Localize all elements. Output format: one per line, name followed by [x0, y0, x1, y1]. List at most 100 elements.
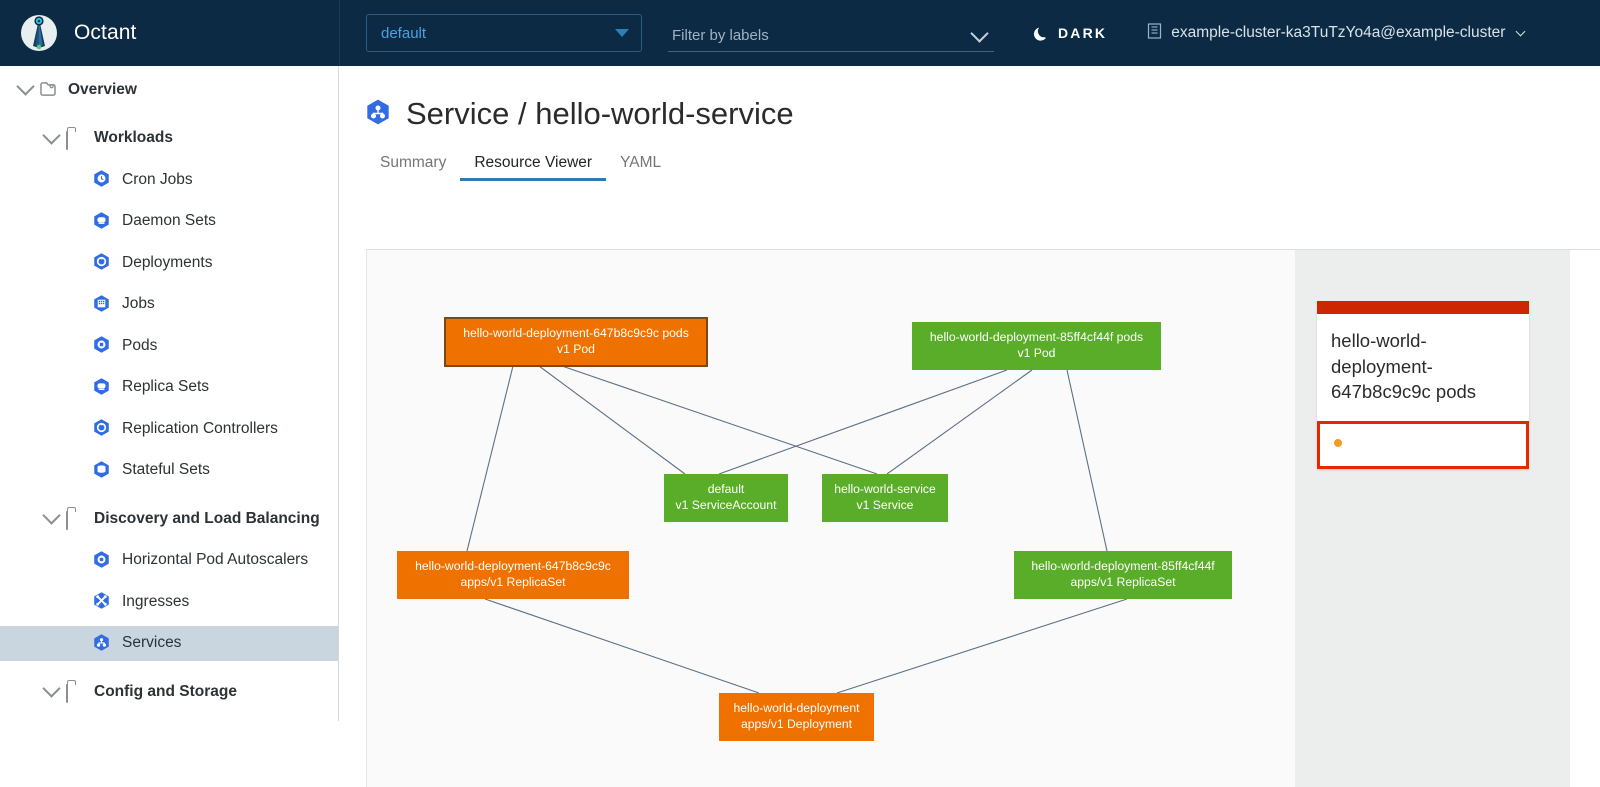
k8s-daemonset-icon	[92, 211, 114, 233]
sidebar-item-cron-jobs[interactable]: Cron Jobs	[0, 162, 338, 198]
sidebar-item-label: Stateful Sets	[122, 461, 210, 479]
node-label-secondary: v1 Pod	[1017, 346, 1056, 360]
namespace-value: default	[381, 24, 427, 42]
node-label-secondary: apps/v1 Deployment	[740, 717, 853, 731]
tab-yaml[interactable]: YAML	[620, 154, 662, 171]
tab-divider	[366, 249, 1600, 250]
graph-edges	[466, 365, 1128, 694]
chevron-down-icon[interactable]	[10, 77, 40, 96]
theme-toggle-label: DARK	[1058, 25, 1108, 41]
sidebar-item-label: Workloads	[94, 129, 173, 147]
sidebar-item-label: Services	[122, 634, 182, 652]
k8s-pod-icon	[92, 335, 114, 357]
chevron-down-icon	[970, 24, 989, 43]
sidebar-item-discovery-and-load-balancing[interactable]: Discovery and Load Balancing	[0, 501, 338, 537]
sidebar-item-label: Replication Controllers	[122, 419, 278, 437]
node-label-primary: hello-world-service	[834, 482, 936, 497]
detail-title: hello-world-deployment-647b8c9c9c pods	[1331, 330, 1477, 403]
sidebar-item-config-and-storage[interactable]: Config and Storage	[0, 674, 338, 710]
sidebar-item-daemon-sets[interactable]: Daemon Sets	[0, 204, 338, 240]
sidebar-item-label: Jobs	[122, 295, 155, 313]
node-label-secondary: v1 Service	[856, 498, 914, 512]
sidebar-item-services[interactable]: Services	[0, 625, 338, 661]
k8s-deployment-icon	[92, 252, 114, 274]
chevron-down-icon	[1516, 26, 1526, 37]
sidebar-item-replica-sets[interactable]: Replica Sets	[0, 370, 338, 406]
k8s-job-icon	[92, 294, 114, 316]
node-label-primary: hello-world-deployment-85ff4cf44f	[1031, 559, 1215, 574]
sidebar-item-label: Ingresses	[122, 592, 190, 610]
node-label-primary: hello-world-deployment-85ff4cf44f pods	[929, 330, 1144, 345]
octant-logo	[18, 12, 60, 54]
k8s-cronjob-icon	[92, 169, 114, 191]
overview-icon	[38, 80, 58, 104]
node-label-primary: hello-world-deployment	[733, 701, 860, 716]
theme-toggle[interactable]: DARK	[1032, 25, 1107, 42]
detail-panel: hello-world-deployment-647b8c9c9c pods	[1295, 250, 1570, 787]
k8s-rc-icon	[92, 418, 114, 440]
sidebar-item-label: Discovery and Load Balancing	[94, 509, 320, 527]
k8s-replicaset-icon	[92, 377, 114, 399]
sidebar-item-jobs[interactable]: Jobs	[0, 287, 338, 323]
node-label-primary: hello-world-deployment-647b8c9c9c	[415, 559, 611, 574]
detail-status-list[interactable]	[1317, 420, 1529, 469]
sidebar-item-pods[interactable]: Pods	[0, 328, 338, 364]
sidebar-item-replication-controllers[interactable]: Replication Controllers	[0, 411, 338, 447]
brand[interactable]: Octant	[0, 0, 339, 66]
cluster-selector[interactable]: example-cluster-ka3TuTzYo4a@example-clus…	[1147, 22, 1526, 44]
k8s-service-icon	[364, 98, 392, 131]
main-content: Service / hello-world-service Summary Res…	[340, 66, 1600, 787]
namespace-select[interactable]: default	[366, 14, 642, 52]
label-filter-input[interactable]: Filter by labels	[668, 14, 994, 52]
header-divider	[339, 0, 340, 66]
chevron-down-icon[interactable]	[36, 506, 66, 525]
sidebar-item-label: Daemon Sets	[122, 212, 216, 230]
status-dot-icon	[1334, 438, 1342, 447]
folder-icon	[66, 684, 68, 703]
label-filter-placeholder: Filter by labels	[672, 27, 769, 44]
page-title: Service / hello-world-service	[340, 66, 1600, 132]
tab-bar: Summary Resource Viewer YAML	[366, 150, 1600, 181]
app-header: Octant default Filter by labels DARK exa…	[0, 0, 1600, 66]
k8s-statefulset-icon	[92, 460, 114, 482]
k8s-ingress-icon	[92, 591, 114, 613]
sidebar-item-label: Config and Storage	[94, 682, 237, 700]
sidebar-item-overview[interactable]: Overview	[0, 72, 338, 108]
caret-down-icon	[615, 29, 629, 37]
sidebar-item-config-maps[interactable]: Config Maps	[0, 716, 338, 722]
sidebar-item-horizontal-pod-autoscalers[interactable]: Horizontal Pod Autoscalers	[0, 543, 338, 579]
brand-title: Octant	[74, 21, 137, 44]
folder-icon	[66, 511, 68, 530]
sidebar-item-deployments[interactable]: Deployments	[0, 245, 338, 281]
sidebar-item-label: Deployments	[122, 253, 213, 271]
tab-resource-viewer[interactable]: Resource Viewer	[460, 150, 606, 181]
node-label-secondary: apps/v1 ReplicaSet	[460, 575, 566, 589]
k8s-service-icon	[92, 633, 114, 655]
sidebar-item-ingresses[interactable]: Ingresses	[0, 584, 338, 620]
node-label-secondary: apps/v1 ReplicaSet	[1070, 575, 1176, 589]
cluster-name: example-cluster-ka3TuTzYo4a@example-clus…	[1171, 24, 1506, 41]
node-label-primary: hello-world-deployment-647b8c9c9c pods	[463, 326, 689, 341]
node-label-secondary: v1 Pod	[557, 342, 595, 356]
tab-summary[interactable]: Summary	[380, 154, 447, 171]
k8s-hpa-icon	[92, 550, 114, 572]
sidebar-item-stateful-sets[interactable]: Stateful Sets	[0, 453, 338, 489]
sidebar-item-label: Cron Jobs	[122, 170, 193, 188]
sidebar-item-label: Pods	[122, 336, 158, 354]
chevron-down-icon[interactable]	[36, 126, 66, 145]
chevron-down-icon[interactable]	[36, 679, 66, 698]
folder-icon	[66, 130, 68, 150]
node-label-secondary: v1 ServiceAccount	[675, 498, 777, 512]
page-title-text: Service / hello-world-service	[406, 96, 794, 131]
sidebar-item-workloads[interactable]: Workloads	[0, 121, 338, 157]
